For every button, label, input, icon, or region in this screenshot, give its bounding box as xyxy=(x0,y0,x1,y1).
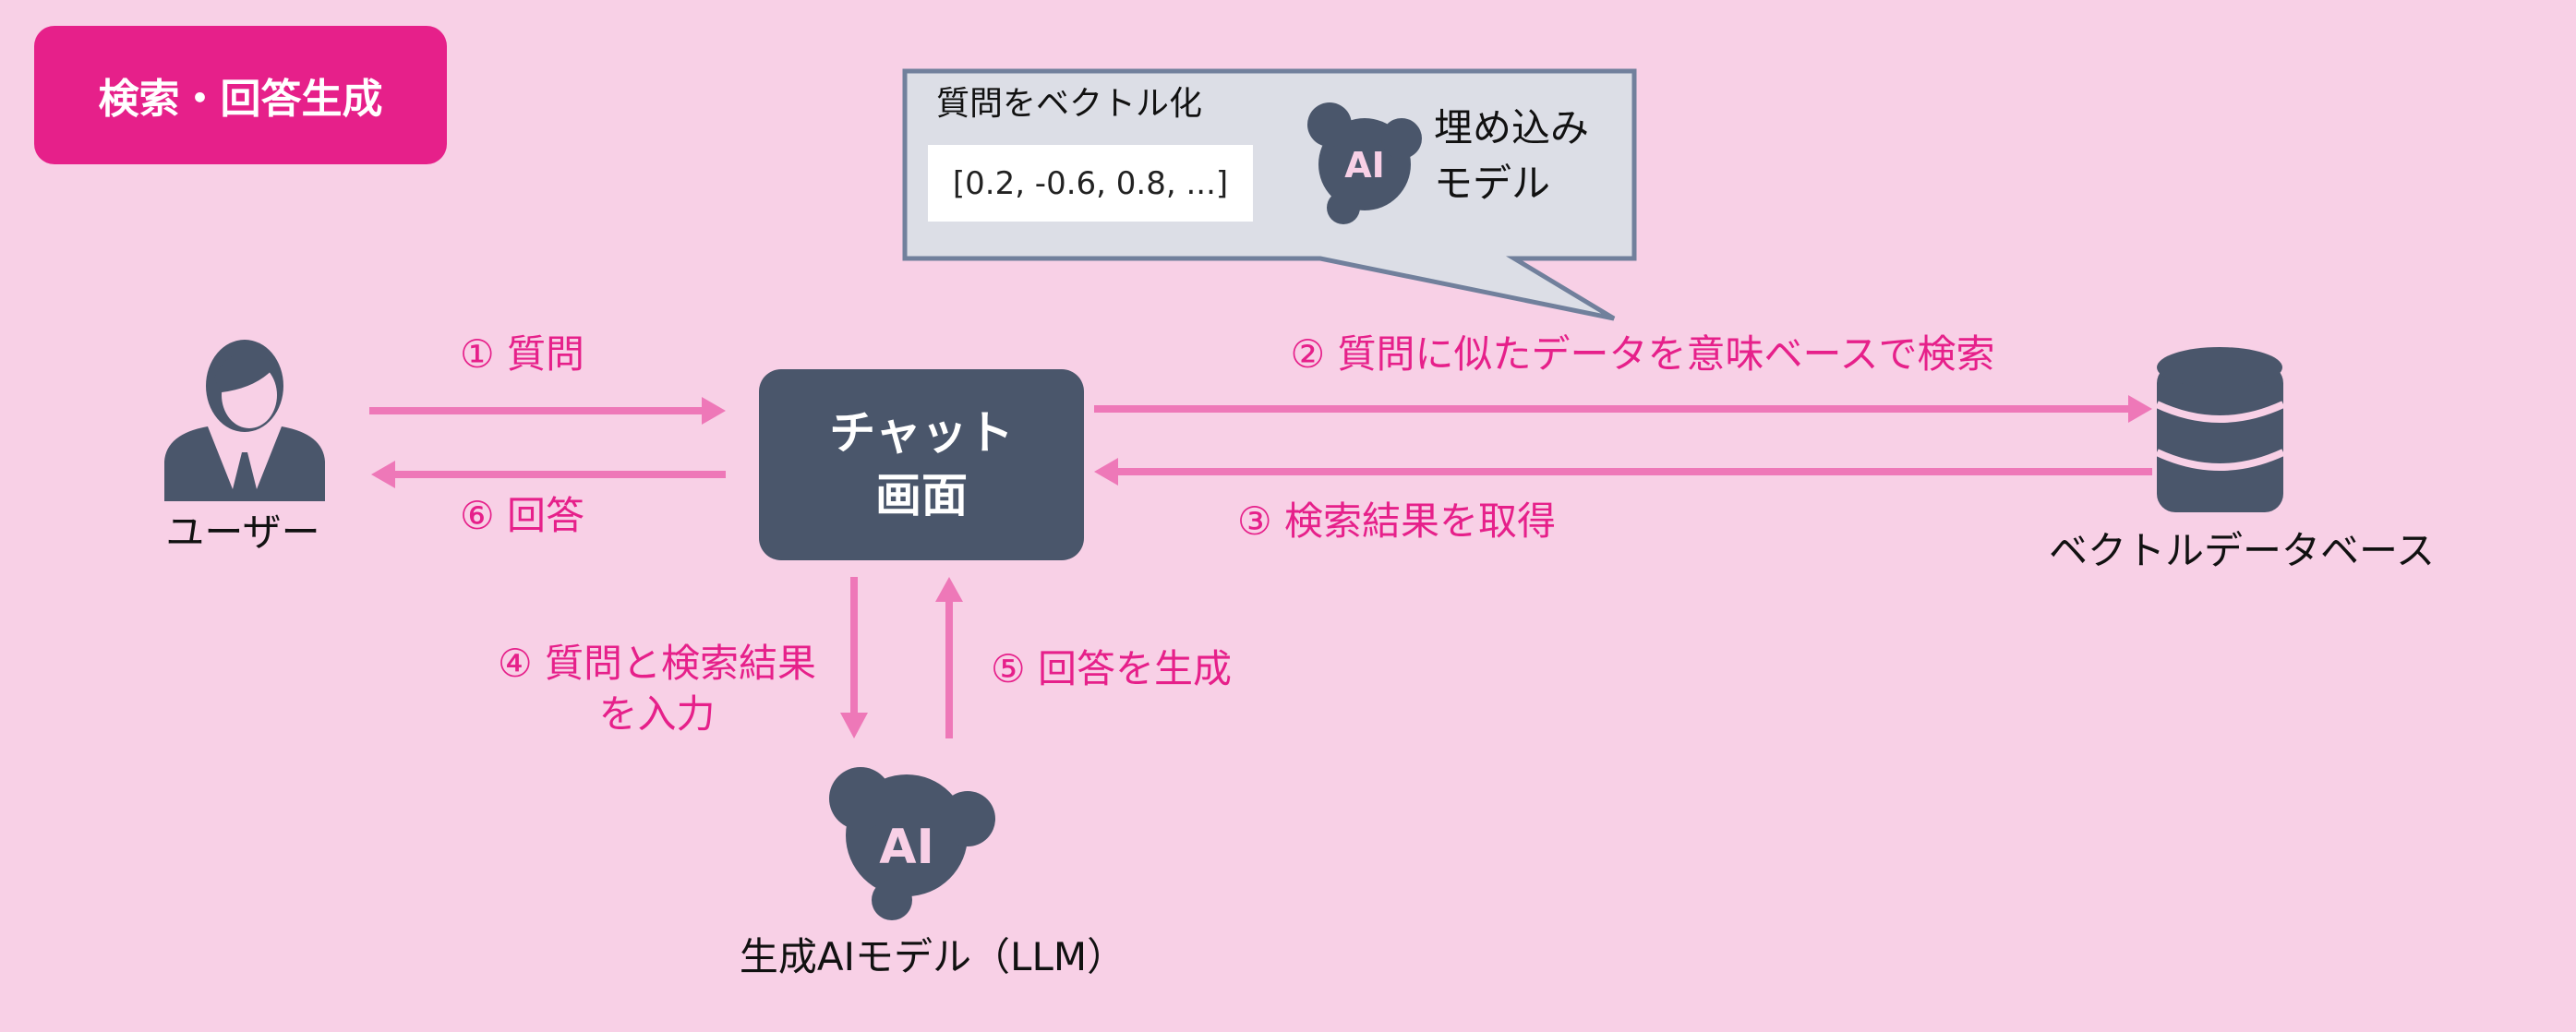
embedding-model-label-1: 埋め込み xyxy=(1434,105,1590,150)
embedding-icon-label: AI xyxy=(1344,145,1385,186)
step-3-label: ③ 検索結果を取得 xyxy=(1237,498,1557,544)
chat-label-1: チャット xyxy=(829,406,1014,460)
chat-label-2: 画面 xyxy=(875,468,968,522)
llm-label: 生成AIモデル（LLM） xyxy=(739,934,1126,979)
embedding-model-label-2: モデル xyxy=(1434,161,1551,206)
llm-icon-label: AI xyxy=(879,820,934,875)
step-1-label: ① 質問 xyxy=(460,331,585,377)
step-4-line-1: ④ 質問と検索結果 xyxy=(497,641,816,686)
step-6-label: ⑥ 回答 xyxy=(460,493,585,538)
embedding-model-ai-icon xyxy=(1307,102,1422,224)
database-icon xyxy=(2155,347,2285,512)
vectorize-heading: 質問をベクトル化 xyxy=(936,85,1203,123)
step-4-line-2: を入力 xyxy=(598,690,716,737)
vector-value-box: [0.2, -0.6, 0.8, ...] xyxy=(928,145,1253,222)
step-2-label: ② 質問に似たデータを意味ベースで検索 xyxy=(1290,331,1995,377)
user-icon xyxy=(164,340,325,501)
user-label: ユーザー xyxy=(165,510,320,555)
step-5-label: ⑤ 回答を生成 xyxy=(991,646,1233,691)
step-4-label: ④ 質問と検索結果 を入力 xyxy=(498,639,816,739)
section-title-badge: 検索・回答生成 xyxy=(34,26,447,164)
speech-bubble xyxy=(902,68,1637,321)
llm-ai-icon xyxy=(829,767,995,920)
vector-db-label: ベクトルデータベース xyxy=(2049,528,2435,573)
chat-screen-node: チャット 画面 xyxy=(759,369,1084,560)
